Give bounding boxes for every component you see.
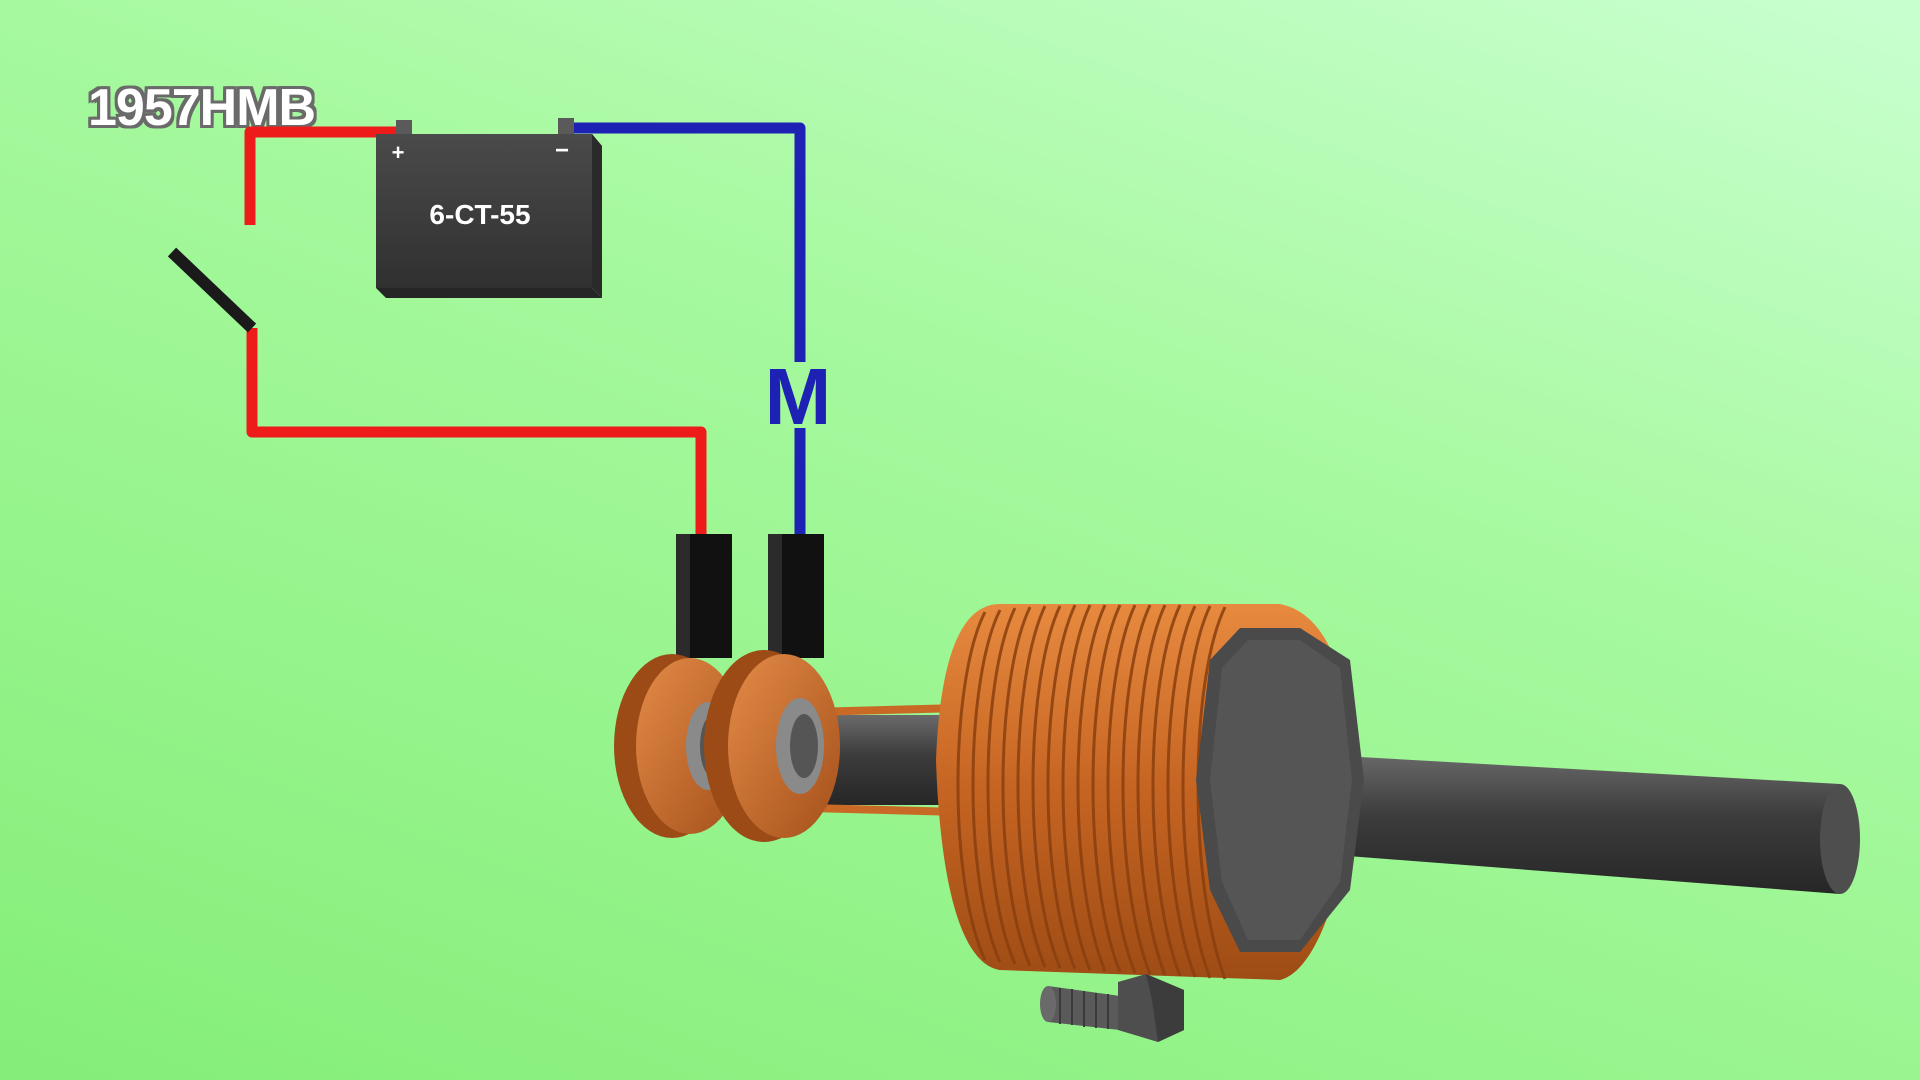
switch-lever[interactable] bbox=[167, 247, 257, 333]
bolt bbox=[1040, 974, 1184, 1042]
battery-model-label: 6-CT-55 bbox=[429, 199, 530, 230]
shaft bbox=[1270, 752, 1860, 894]
slip-ring-right[interactable] bbox=[704, 650, 840, 842]
motor-symbol: M bbox=[765, 352, 832, 441]
positive-wire bbox=[244, 126, 400, 225]
brush-right bbox=[768, 534, 824, 658]
positive-wire-lower bbox=[246, 328, 707, 540]
brush-left bbox=[676, 534, 732, 658]
armature-coil bbox=[936, 604, 1364, 980]
battery-positive-label: + bbox=[392, 140, 405, 165]
negative-wire bbox=[566, 122, 806, 362]
battery-negative-label: − bbox=[555, 137, 569, 164]
battery: + − 6-CT-55 bbox=[376, 118, 602, 298]
